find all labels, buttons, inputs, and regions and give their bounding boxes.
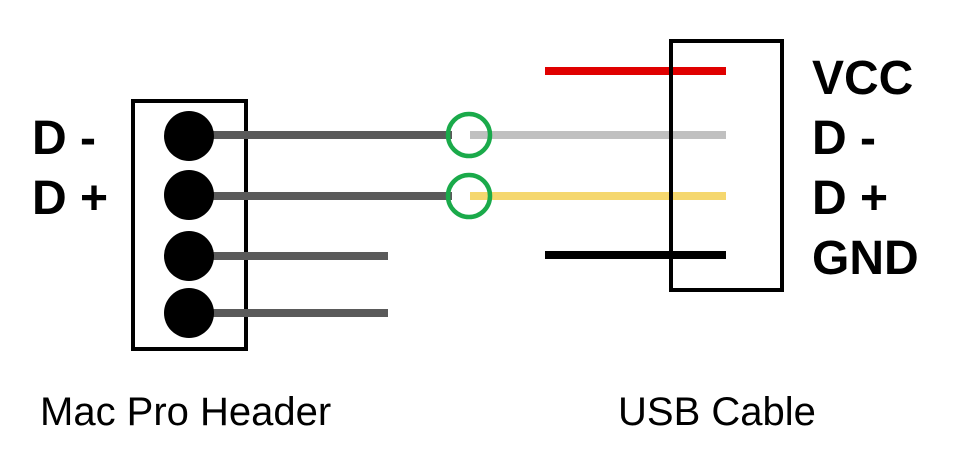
header-label-d-minus: D - bbox=[32, 112, 96, 165]
usb-label-vcc: VCC bbox=[812, 52, 913, 105]
usb-label-gnd: GND bbox=[812, 232, 919, 285]
header-pin-2 bbox=[164, 170, 214, 220]
usb-label-d-minus: D - bbox=[812, 112, 876, 165]
usb-label-d-plus: D + bbox=[812, 172, 888, 225]
mac-pro-header-caption: Mac Pro Header bbox=[40, 390, 331, 434]
usb-connector-box bbox=[669, 39, 784, 292]
mac-pro-header-box bbox=[131, 99, 248, 351]
splice-d-plus bbox=[445, 172, 493, 220]
header-pin-3 bbox=[164, 231, 214, 281]
header-label-d-plus: D + bbox=[32, 172, 108, 225]
header-pin-1 bbox=[164, 111, 214, 161]
usb-cable-caption: USB Cable bbox=[618, 390, 816, 434]
header-pin-4 bbox=[164, 288, 214, 338]
splice-d-minus bbox=[445, 111, 493, 159]
